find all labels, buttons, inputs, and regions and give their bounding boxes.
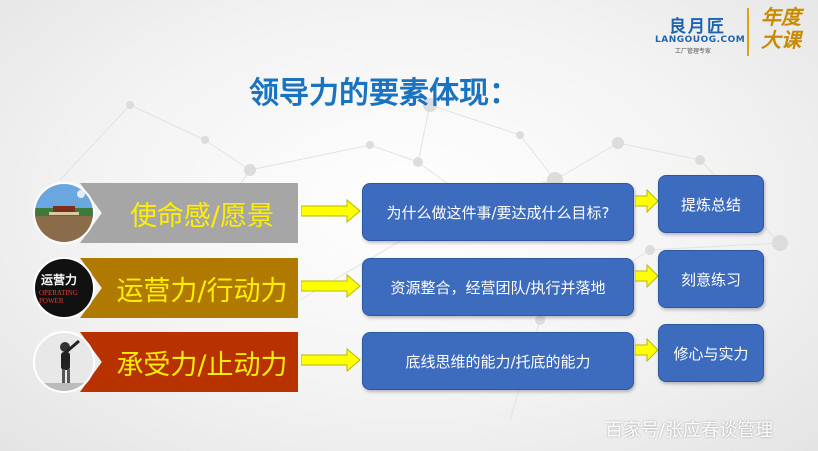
row-action: 刻意练习 (680, 270, 741, 289)
book-cover-icon: 运营力 OPERATING POWER (33, 257, 95, 319)
row-label: 运营力/行动力 (116, 275, 288, 307)
arrow-right-icon (301, 274, 361, 298)
arrow-right-icon (301, 199, 361, 223)
row-action-box: 修心与实力 (658, 324, 764, 382)
row-label-banner: 承受力/止动力 (80, 332, 298, 392)
brand-tagline: 工厂管理专家 (675, 48, 712, 55)
arrow-right-icon (635, 189, 659, 213)
row-label: 使命感/愿景 (129, 200, 275, 232)
annual-course-badge: 年度 大课 (751, 6, 811, 52)
row-label-banner: 使命感/愿景 (80, 183, 298, 243)
brand-name-en: LANGOUOG.COM (655, 35, 746, 45)
element-row-mission: 使命感/愿景 为什么做这件事/要达成什么目标? 提炼总结 (0, 175, 818, 245)
logo-divider (747, 8, 749, 56)
badge-line-2: 大课 (761, 28, 801, 52)
book-subtitle: OPERATING POWER (39, 289, 78, 305)
row-description: 底线思维的能力/托底的能力 (405, 352, 591, 371)
element-row-operation: 运营力/行动力 运营力 OPERATING POWER 资源整合，经营团队/执行… (0, 250, 818, 320)
row-description-box: 底线思维的能力/托底的能力 (362, 332, 634, 390)
arrow-right-icon (635, 264, 659, 288)
landscape-photo-icon (33, 182, 95, 244)
book-title: 运营力 (41, 273, 78, 287)
row-description: 为什么做这件事/要达成什么目标? (386, 203, 610, 222)
badge-line-1: 年度 (761, 5, 801, 29)
element-row-resilience: 承受力/止动力 底线思维的能力/托底的能力 修心与实力 (0, 324, 818, 394)
row-action-box: 提炼总结 (658, 175, 764, 233)
row-action-box: 刻意练习 (658, 250, 764, 308)
brand-name-cn: 良月匠 (669, 17, 726, 37)
arrow-right-icon (301, 348, 361, 372)
slide-title: 领导力的要素体现： (249, 76, 519, 111)
arrow-right-icon (635, 338, 659, 362)
row-description: 资源整合，经营团队/执行并落地 (390, 278, 606, 297)
row-description-box: 资源整合，经营团队/执行并落地 (362, 258, 634, 316)
brand-logo: 良月匠 LANGOUOG.COM 工厂管理专家 年度 大课 (655, 6, 815, 56)
row-description-box: 为什么做这件事/要达成什么目标? (362, 183, 634, 241)
row-action: 修心与实力 (673, 344, 749, 363)
row-action: 提炼总结 (680, 195, 741, 214)
row-label: 承受力/止动力 (116, 349, 288, 381)
row-label-banner: 运营力/行动力 (80, 258, 298, 318)
watermark-text: 百家号/张应春谈管理 (605, 420, 774, 441)
person-figure-icon (33, 331, 95, 393)
